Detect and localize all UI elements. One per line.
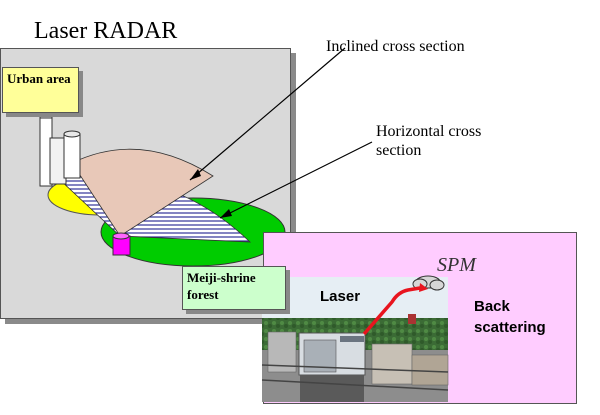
inclined-cross-section-label: Inclined cross section [326, 38, 465, 55]
laser-device-icon [112, 232, 131, 256]
laser-photo [261, 277, 449, 402]
meiji-forest-label: Meiji-shrine forest [182, 266, 286, 310]
inclined-cross-section [71, 148, 214, 237]
urban-area-label: Urban area [2, 67, 79, 113]
spm-label: SPM [437, 254, 476, 276]
horizontal-pointer-line [219, 141, 373, 219]
inclined-pointer-line [189, 47, 346, 181]
back-scattering-label: Back scattering [474, 298, 546, 336]
building-group [49, 130, 81, 185]
laser-label: Laser [320, 288, 361, 305]
page-title: Laser RADAR [34, 18, 178, 44]
horizontal-cross-section-label: Horizontal cross section [376, 123, 482, 159]
laser-beam [362, 286, 421, 336]
